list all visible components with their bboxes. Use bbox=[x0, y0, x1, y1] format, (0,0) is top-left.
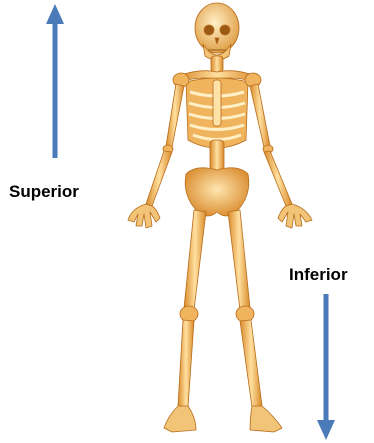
pelvis bbox=[185, 168, 249, 216]
left-leg bbox=[228, 210, 282, 432]
left-arm bbox=[245, 73, 312, 228]
right-arm bbox=[128, 73, 189, 228]
superior-label: Superior bbox=[9, 182, 79, 202]
inferior-arrow bbox=[317, 294, 335, 440]
skull bbox=[195, 3, 239, 60]
cervical-spine bbox=[211, 56, 223, 72]
inferior-label: Inferior bbox=[289, 265, 348, 285]
right-leg bbox=[164, 210, 206, 432]
superior-arrow bbox=[46, 4, 64, 158]
ribcage bbox=[186, 78, 248, 148]
skeleton-illustration bbox=[128, 3, 312, 432]
